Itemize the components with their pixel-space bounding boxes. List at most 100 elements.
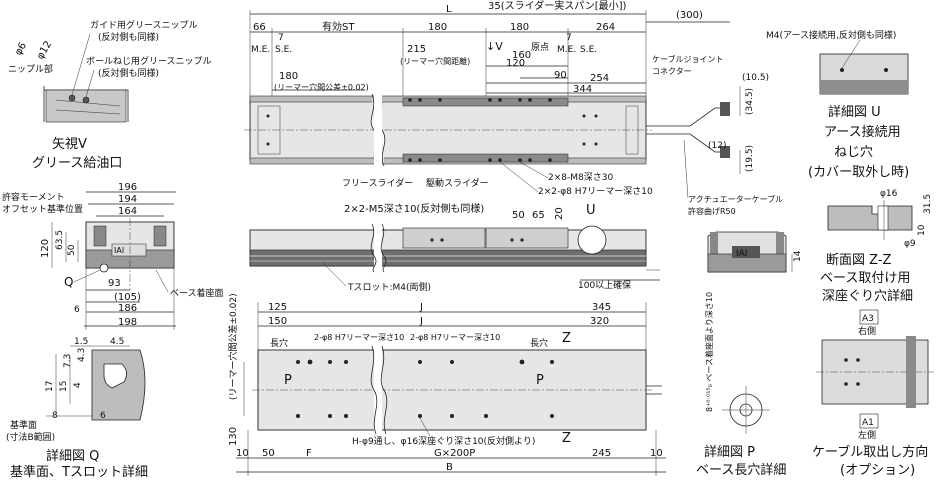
bend-radius-label: 許容曲げR50	[688, 206, 736, 216]
dim-7-3: 7.3	[63, 354, 73, 368]
depth-note: 8⁺⁰·⁰¹⁵₀ ベース着座面より深さ10	[704, 292, 714, 412]
dim-186: 186	[118, 303, 137, 314]
dim-15: 15	[59, 381, 69, 392]
dim-31-5: 31.5	[923, 194, 933, 214]
bottom-view: 125 150 J J 345 320 2-φ8 H7リーマー深さ10 2-φ8…	[227, 293, 666, 476]
dim-105: (105)	[114, 292, 141, 303]
a1-side: 左側	[858, 429, 876, 441]
m5-note: 2×2-M5深さ10(反対側も同様)	[344, 202, 484, 215]
detail-u: M4(アース接続用,反対側も同様) 詳細図 U アース接続用 ねじ穴 (カバー取…	[766, 29, 909, 180]
detail-u-sub2: ねじ穴	[834, 145, 873, 160]
cable-joint-label: ケーブルジョイント	[652, 54, 724, 64]
dim-245: 245	[592, 448, 611, 459]
view-v-subtitle: グリース給油口	[32, 156, 122, 171]
label-p-left: P	[284, 373, 292, 388]
dim-20-side: 20	[554, 207, 565, 220]
long-hole-left: 長穴	[270, 337, 288, 349]
dim-1-5: 1.5	[74, 337, 88, 347]
dim-14-p: 14	[793, 250, 803, 262]
dim-215: 215	[407, 44, 426, 55]
dim-G-pitch: G×200P	[434, 448, 475, 459]
detail-u-sub1: アース接続用	[824, 124, 901, 140]
dim-L: L	[446, 4, 452, 15]
guide-nipple-label: ガイド用グリースニップル	[90, 19, 198, 31]
long-hole-right: 長穴	[530, 337, 548, 349]
dim-196: 196	[118, 182, 137, 193]
phi12-label: φ12	[35, 39, 54, 61]
label-u: U	[586, 203, 596, 218]
nipple-part-label: ニップル部	[8, 63, 53, 75]
dim-194: 194	[118, 194, 137, 205]
dim-4-3: 4.3	[77, 348, 87, 362]
connector-label: コネクター	[652, 67, 692, 76]
dim-345: 345	[592, 302, 611, 313]
dim-4-q: 4	[73, 382, 83, 388]
dim-J-top: J	[419, 302, 423, 313]
dim-150: 150	[268, 316, 287, 327]
reamer-pitch-label: (リーマー穴間距離)	[400, 56, 470, 66]
guide-nipple-same: (反対側も同様)	[98, 31, 159, 43]
cable-option: A3 右側 A1 左側 ケーブル取出し方向 (オプション)	[812, 309, 934, 478]
dim-120: 120	[506, 58, 525, 69]
dim-63-5: 63.5	[55, 230, 65, 250]
detail-p-title: 詳細図 P	[704, 444, 755, 460]
dim-34-5: (34.5)	[745, 88, 755, 115]
view-v-title: 矢視V	[52, 137, 87, 152]
reamer-phi8-note: 2×2-φ8 H7リーマー深さ10	[538, 186, 653, 197]
holes-note: H-φ9通し、φ16深座ぐり深さ10(反対側より)	[352, 435, 535, 447]
label-z-top: Z	[562, 331, 571, 346]
dim-344: 344	[573, 84, 592, 95]
dim-180-b: 180	[510, 22, 529, 33]
side-view: 2×2-M5深さ10(反対側も同様) 50 65 20 U Tスロット:M4(両…	[249, 202, 660, 293]
dim-4-5: 4.5	[110, 337, 124, 347]
dim-slider-span: 35(スライダー実スパン[最小])	[488, 0, 627, 12]
tslot-label: Tスロット:M4(両側)	[347, 281, 431, 293]
m4-note: M4(アース接続用,反対側も同様)	[766, 29, 896, 41]
detail-q-subtitle: 基準面、Tスロット詳細	[10, 464, 148, 480]
dim-254: 254	[590, 73, 609, 84]
dim-120-end: 120	[40, 239, 51, 258]
free-slider-label: フリースライダー	[342, 177, 413, 189]
reamer-tolerance-label: (リーマー穴間公差±0.02)	[274, 82, 369, 92]
dim-12: (12)	[708, 141, 726, 151]
dim-50-end: 50	[67, 244, 77, 256]
dim-7-left: 7	[278, 33, 284, 43]
view-v: φ6 φ12 ニップル部 ガイド用グリースニップル (反対側も同様) ボールねじ…	[8, 19, 212, 171]
tolerance-vertical: (リーマー穴間公差±0.02)	[227, 293, 239, 400]
dim-17: 17	[45, 381, 55, 392]
dim-F: F	[306, 448, 312, 459]
dim-180-tol: 180	[279, 71, 298, 82]
dim-320: 320	[590, 316, 609, 327]
clearance-label: 100以上確保	[578, 279, 631, 291]
reamer-note-a: 2-φ8 H7リーマー深さ10	[314, 333, 404, 342]
dim-65-side: 65	[532, 210, 545, 221]
label-p-right: P	[536, 373, 544, 388]
reamer-note-b: 2-φ8 H7リーマー深さ10	[410, 333, 500, 342]
dim-6-end: 6	[74, 305, 80, 315]
detail-p-subtitle: ベース長穴詳細	[696, 462, 786, 478]
moment-ref-2: オフセット基準位置	[2, 203, 83, 215]
dim-125: 125	[268, 302, 287, 313]
dim-6-q: 6	[100, 411, 106, 421]
cable-option-subtitle: (オプション)	[840, 463, 915, 478]
iai-badge: IAI	[736, 249, 747, 259]
dim-130: 130	[228, 427, 239, 446]
se-left: S.E.	[275, 45, 292, 55]
dim-B: B	[446, 462, 453, 473]
dim-J-inner: J	[419, 316, 423, 327]
end-view: 許容モーメント オフセット基準位置 196 194 164 IAI 120 63…	[2, 182, 224, 330]
dim-10-left: 10	[236, 448, 249, 459]
phi6-label: φ6	[13, 41, 29, 58]
dim-7-right: 7	[566, 33, 572, 43]
top-view: L 66 有効ST 180 180 264 35(スライダー実スパン[最小]) …	[244, 0, 783, 216]
dim-90: 90	[554, 70, 567, 81]
detail-p: IAI 14 8⁺⁰·⁰¹⁵₀ ベース着座面より深さ10 詳細図 P ベース長穴…	[696, 231, 803, 478]
detail-u-sub3: (カバー取外し時)	[808, 165, 909, 180]
dim-10-5: (10.5)	[742, 73, 769, 83]
dim-19-5: (19.5)	[745, 145, 755, 172]
detail-zz-sub1: ベース取付け用	[820, 271, 910, 286]
dim-160: 160	[512, 50, 531, 61]
view-v-arrow: ↓V	[486, 40, 503, 53]
base-surface-label: ベース着座面	[170, 287, 224, 299]
